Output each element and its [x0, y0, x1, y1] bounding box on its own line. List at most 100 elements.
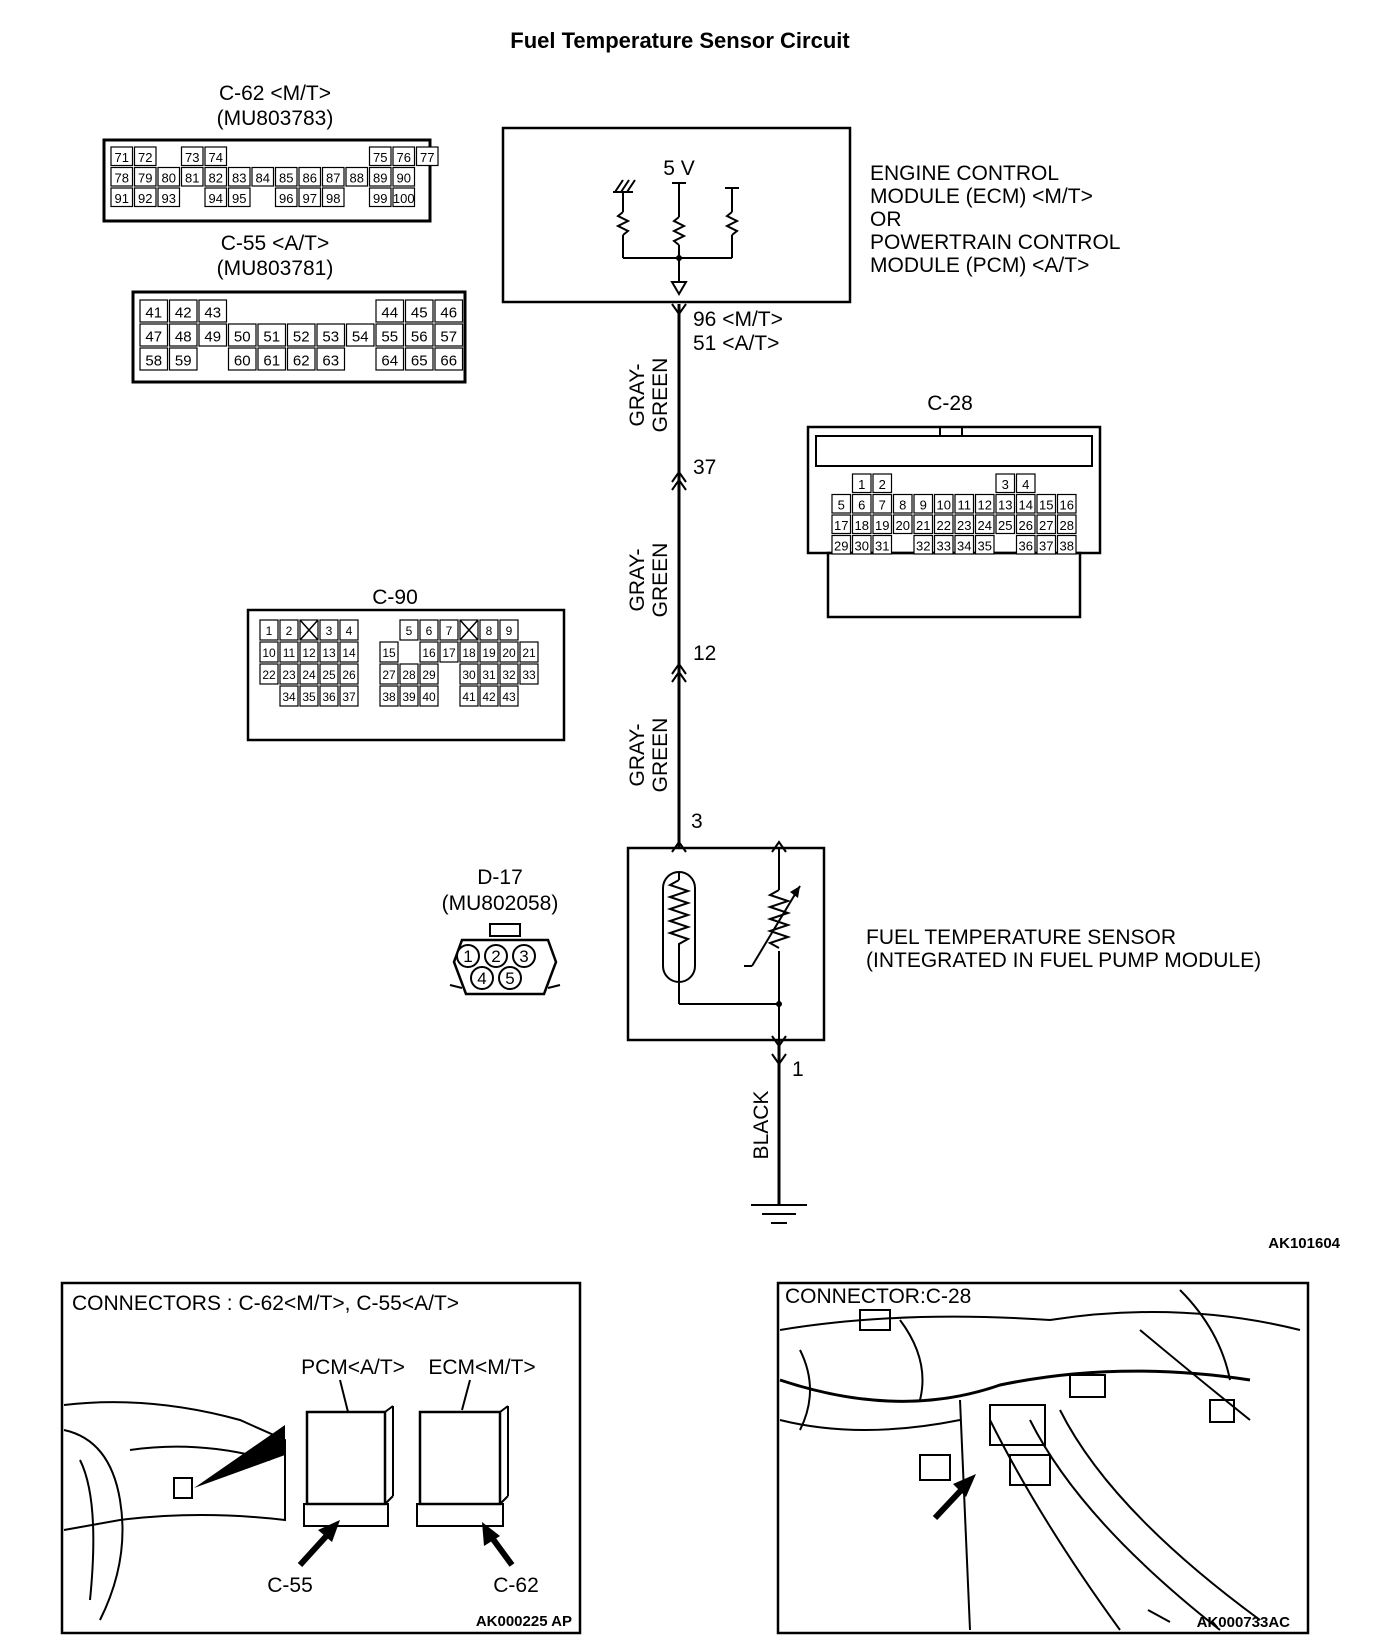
c28-pin-cell [1015, 514, 1036, 535]
c62-pin-cell [133, 166, 157, 187]
pcm-module-icon [303, 1405, 394, 1527]
c62-pin-cell [204, 187, 228, 208]
c90-pin-cell [439, 641, 459, 663]
c55-pin-cell [404, 323, 434, 347]
c28-pin-cell [974, 534, 995, 555]
c28-connector-body [806, 425, 1102, 619]
c62-pin-number: 75 [373, 150, 387, 165]
c90-pin-cell [279, 619, 299, 641]
c28-pin-number: 36 [1019, 538, 1033, 553]
c55-pin-number: 55 [381, 328, 398, 345]
c55-pin-number: 62 [293, 352, 310, 369]
c90-pin-cell [499, 641, 519, 663]
c28-pin-number: 7 [879, 497, 886, 512]
c62-label: C-62 <M/T> [219, 82, 331, 105]
c90-pin-number: 23 [282, 668, 296, 682]
c62-pin-cell [368, 187, 392, 208]
c28-pin-number: 17 [834, 518, 848, 533]
c90-pin-number: 11 [283, 646, 296, 660]
c90-pin-number: 17 [442, 646, 456, 660]
c62-pin-cell [298, 187, 322, 208]
c62-pin-cell [392, 187, 416, 208]
fuel-temperature-sensor-box [626, 840, 826, 1048]
c90-pin-cell [499, 663, 519, 685]
c28-pin-cell [872, 534, 893, 555]
c28-pin-number: 31 [875, 538, 889, 553]
c90-pin-number: 10 [262, 646, 276, 660]
c62-pin-cell [321, 187, 345, 208]
c55-pin-number: 47 [145, 328, 162, 345]
c28-pin-cell [974, 514, 995, 535]
c55-pin-cell [227, 347, 257, 371]
c28-pin-cell [954, 493, 975, 514]
thermistor-icon [744, 848, 801, 1040]
inset-c55-label: C-55 [267, 1574, 313, 1597]
c90-label: C-90 [372, 586, 418, 609]
c62-pin-cell [368, 146, 392, 167]
c90-pin-number: 39 [402, 690, 416, 704]
c62-pin-cell [227, 187, 251, 208]
c90-pin-cell [339, 663, 359, 685]
c28-pin-cell [831, 514, 852, 535]
c55-pin-number: 51 [263, 328, 280, 345]
c55-pin-number: 66 [440, 352, 457, 369]
c62-arrow-icon [482, 1522, 515, 1567]
c28-pin-number: 20 [896, 518, 910, 533]
c90-connector-body [246, 608, 566, 742]
c90-pin-number: 31 [482, 668, 496, 682]
c62-pin-number: 87 [326, 170, 340, 185]
c28-pin-cell [933, 514, 954, 535]
c62-pin-number: 83 [232, 170, 246, 185]
c90-pin-number: 13 [322, 646, 336, 660]
c62-pin-number: 94 [209, 191, 223, 206]
wire-color-green-2: GREEN [649, 543, 672, 618]
sensor-label-line-1: FUEL TEMPERATURE SENSOR [866, 926, 1176, 949]
c90-pin-number: 40 [422, 690, 436, 704]
c90-pin-cell [319, 619, 339, 641]
c28-pin-cell [913, 534, 934, 555]
c55-pin-number: 59 [175, 352, 192, 369]
c55-pin-number: 57 [440, 328, 457, 345]
c90-pin-number: 41 [462, 690, 476, 704]
c55-pin-number: 56 [411, 328, 428, 345]
c55-pin-number: 63 [322, 352, 339, 369]
inset-c62-label: C-62 [493, 1574, 539, 1597]
c55-pin-cell [168, 323, 198, 347]
c62-pin-number: 90 [397, 170, 411, 185]
ground-pin-1: 1 [792, 1058, 804, 1081]
c28-pin-number: 19 [875, 518, 889, 533]
c55-pin-number: 64 [381, 352, 398, 369]
c28-pin-cell [872, 473, 893, 494]
c62-pin-number: 96 [279, 191, 293, 206]
d17-pin-number: 3 [519, 947, 528, 966]
c28-pin-cell [1015, 473, 1036, 494]
c55-pin-number: 65 [411, 352, 428, 369]
c90-pin-number: 30 [462, 668, 476, 682]
c62-pin-cell [274, 187, 298, 208]
c28-pin-cell [831, 534, 852, 555]
c62-pin-number: 84 [256, 170, 270, 185]
c28-pin-cell [1056, 493, 1077, 514]
c90-pin-cell [319, 641, 339, 663]
c28-pin-cell [851, 493, 872, 514]
c90-pin-12: 12 [693, 642, 716, 665]
wire-color-gray-1: GRAY- [626, 363, 649, 426]
d17-pin [498, 966, 522, 990]
c55-pin-cell [139, 347, 169, 371]
c90-pin-cell [479, 685, 499, 707]
c90-pin-cell [379, 685, 399, 707]
c28-pin-number: 35 [978, 538, 992, 553]
c55-pin-cell [286, 347, 316, 371]
c55-pin-cell [198, 299, 228, 323]
ecm-module-icon [416, 1405, 509, 1527]
inset-left-code: AK000225 AP [476, 1613, 572, 1630]
c55-pin-cell [139, 299, 169, 323]
c62-pin-number: 92 [138, 191, 152, 206]
d17-part-number: (MU802058) [442, 892, 559, 915]
inset-pcm-label: PCM<A/T> [301, 1356, 405, 1379]
c90-pin-cell [339, 685, 359, 707]
c90-pin-number: 2 [286, 624, 293, 638]
c90-pin-cell [259, 663, 279, 685]
